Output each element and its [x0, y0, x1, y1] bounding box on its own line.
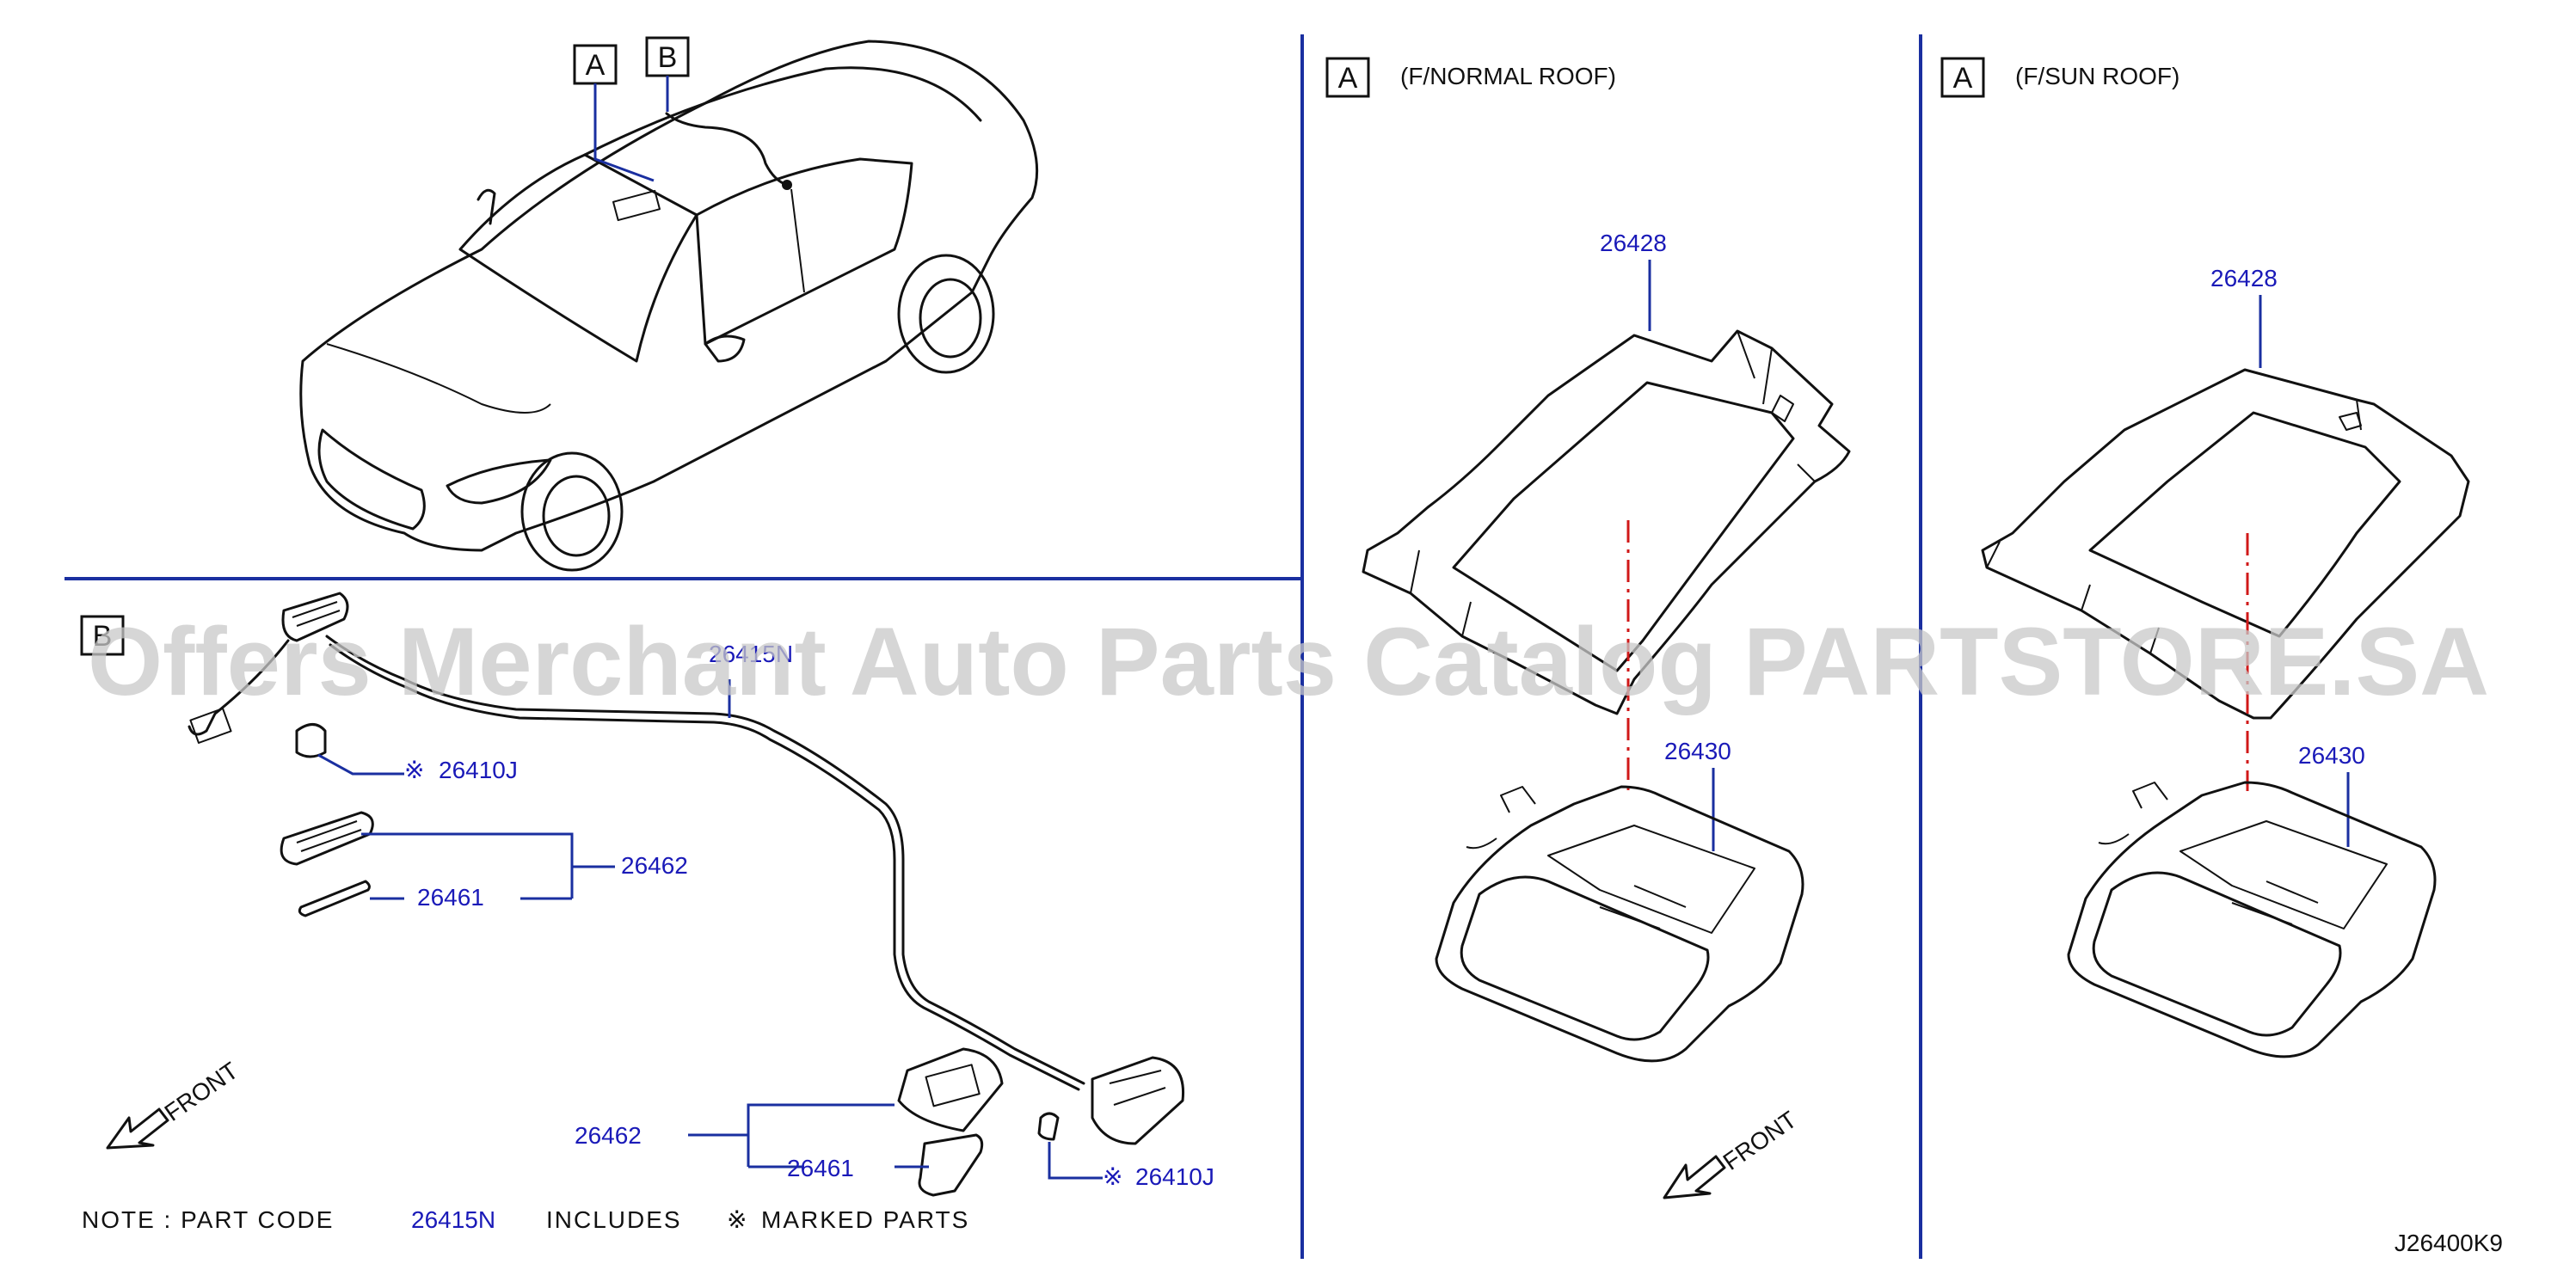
part-number-lamp-upper: 26462	[621, 852, 688, 879]
part-number-lamp-sun: 26430	[2298, 742, 2365, 769]
note-part-code: 26415N	[411, 1206, 495, 1233]
svg-text:FRONT: FRONT	[1718, 1106, 1802, 1175]
svg-text:FRONT: FRONT	[160, 1057, 243, 1126]
roof-frame-normal-illustration	[1362, 329, 1851, 715]
svg-text:B: B	[93, 620, 113, 653]
bulb-lower-illustration	[1037, 1112, 1060, 1141]
note-includes: INCLUDES	[546, 1206, 682, 1233]
svg-text:(F/SUN ROOF): (F/SUN ROOF)	[2015, 63, 2179, 89]
front-arrow-view-b: FRONT	[106, 1057, 243, 1150]
part-number-lens-lower: 26461	[787, 1155, 854, 1181]
part-number-bulb-upper: 26410J	[439, 757, 518, 783]
roof-frame-sun-illustration	[1981, 368, 2470, 720]
marker-a-car: A	[573, 44, 655, 182]
view-a-normal-roof-header: A (F/NORMAL ROOF)	[1325, 57, 1616, 98]
note-mark-symbol: ※	[727, 1206, 748, 1233]
lamp-housing-lower-illustration	[1091, 1056, 1185, 1145]
lamp-assy-upper-illustration	[280, 811, 374, 866]
note-line: NOTE : PART CODE 26415N INCLUDES ※ MARKE…	[82, 1206, 969, 1233]
mark-symbol-lower: ※	[1103, 1163, 1122, 1190]
lens-lower-illustration	[918, 1133, 984, 1197]
part-number-lamp-normal: 26430	[1664, 738, 1731, 764]
map-lamp-sun-illustration	[2067, 781, 2437, 1058]
note-marked-parts: MARKED PARTS	[761, 1206, 969, 1233]
view-a-sun-roof-header: A (F/SUN ROOF)	[1940, 57, 2179, 98]
svg-text:B: B	[658, 41, 678, 74]
mark-symbol-upper: ※	[404, 757, 424, 783]
svg-text:A: A	[586, 49, 606, 82]
front-arrow-view-a: FRONT	[1663, 1106, 1802, 1199]
part-number-lamp-lower: 26462	[575, 1122, 642, 1149]
part-number-frame-normal: 26428	[1600, 230, 1667, 256]
part-number-harness: 26415N	[709, 641, 793, 667]
drawing-code: J26400K9	[2395, 1230, 2503, 1256]
watermark-text: Offers Merchant Auto Parts Catalog PARTS…	[88, 608, 2489, 715]
svg-text:A: A	[1338, 62, 1358, 95]
lens-upper-illustration	[298, 880, 371, 917]
marker-b-car: B	[645, 36, 690, 112]
svg-text:(F/NORMAL ROOF): (F/NORMAL ROOF)	[1400, 63, 1616, 89]
note-prefix: NOTE : PART CODE	[82, 1206, 334, 1233]
svg-text:A: A	[1953, 62, 1973, 95]
lamp-assy-lower-illustration	[897, 1047, 1004, 1132]
car-overview-illustration	[299, 40, 1039, 572]
harness-26415n-illustration	[188, 592, 1085, 1091]
part-number-bulb-lower: 26410J	[1135, 1163, 1214, 1190]
part-number-frame-sun: 26428	[2210, 265, 2278, 291]
view-b-marker: B	[80, 615, 125, 656]
bulb-upper-illustration	[295, 723, 327, 758]
part-number-lens-upper: 26461	[417, 884, 484, 911]
map-lamp-normal-illustration	[1435, 785, 1804, 1063]
